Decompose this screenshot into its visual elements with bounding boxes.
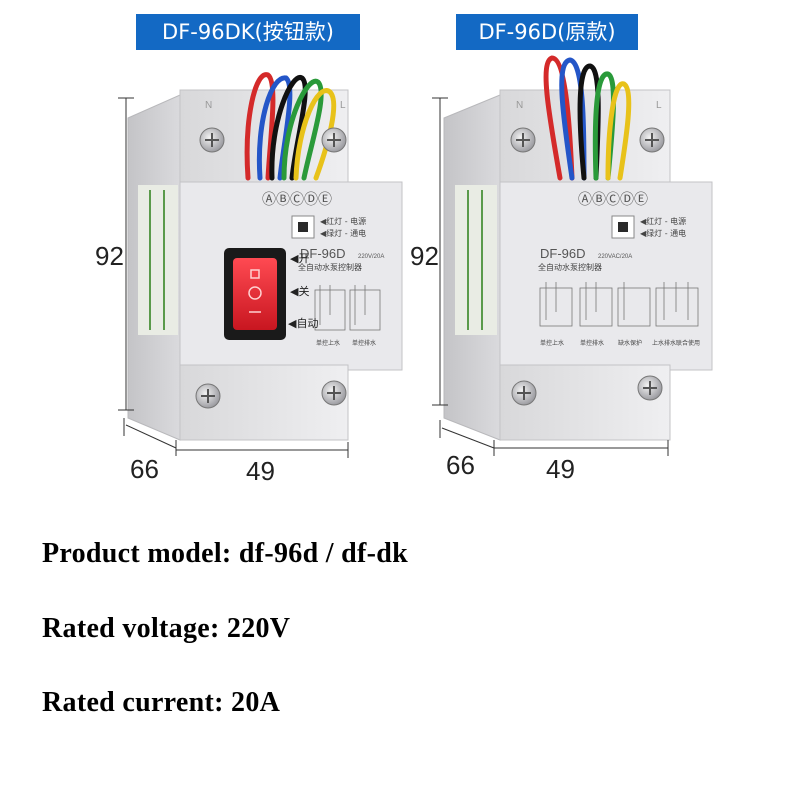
side-label-sticker <box>138 185 178 335</box>
led-red-label: ◀红灯 - 电源 <box>640 216 686 226</box>
dimension-depth: 66 <box>130 454 159 484</box>
mode-label-2: 单控排水 <box>352 339 376 347</box>
terminal-letters: ⒶⒷⒸⒹⒺ <box>578 192 648 208</box>
device-subtitle: 全自动水泵控制器 <box>298 262 362 272</box>
switch-off-label: ◀关 <box>290 284 309 298</box>
rocker-switch-button[interactable] <box>233 258 277 330</box>
mode-label-3: 缺水保护 <box>618 339 642 347</box>
device-rating-text: 220VAC/20A <box>598 254 632 260</box>
spec-rated-voltage: Rated voltage: 220V <box>42 613 291 644</box>
mode-label-1: 单控上水 <box>316 339 340 347</box>
terminal-letters: ⒶⒷⒸⒹⒺ <box>262 192 332 208</box>
dimension-height: 92 <box>95 241 124 271</box>
device-subtitle: 全自动水泵控制器 <box>538 262 602 272</box>
device-rating-text: 220V/20A <box>358 254 384 260</box>
mode-label-2: 单控排水 <box>580 339 604 347</box>
device-df-96d: N L ⒶⒷⒸⒹⒺ ◀红灯 - 电源 ◀绿灯 - 通电 DF-96D 220VA… <box>410 55 713 484</box>
device-model-text: DF-96D <box>300 246 346 261</box>
wiring-diagram <box>539 282 699 327</box>
spec-product-model: Product model: df-96d / df-dk <box>42 538 408 569</box>
model-badge-original-version: DF-96D(原款) <box>456 14 638 50</box>
side-label-sticker <box>455 185 497 335</box>
product-photo: N L ⒶⒷⒸⒹⒺ ◀红灯 - 电源 ◀绿灯 - 通电 DF-96D 220V/… <box>95 55 713 486</box>
dimension-depth: 66 <box>446 450 475 480</box>
dimension-height: 92 <box>410 241 439 271</box>
model-badge-button-version: DF-96DK(按钮款) <box>136 14 360 50</box>
mode-label-4: 上水排水联合使用 <box>652 339 700 347</box>
terminal-label-l: L <box>340 100 346 111</box>
mode-label-1: 单控上水 <box>540 339 564 347</box>
spec-rated-current: Rated current: 20A <box>42 687 281 718</box>
switch-on-label: ◀开 <box>290 252 309 265</box>
led-green-label: ◀绿灯 - 通电 <box>320 228 366 238</box>
terminal-label-l: L <box>656 100 662 111</box>
terminal-label-n: N <box>516 100 523 111</box>
wire-bundle-right <box>543 55 632 181</box>
dimension-width: 49 <box>246 456 275 486</box>
led-green-label: ◀绿灯 - 通电 <box>640 228 686 238</box>
switch-auto-label: ◀自动 <box>288 317 318 330</box>
terminal-label-n: N <box>205 100 212 111</box>
dimension-width: 49 <box>546 454 575 484</box>
device-df-96dk: N L ⒶⒷⒸⒹⒺ ◀红灯 - 电源 ◀绿灯 - 通电 DF-96D 220V/… <box>95 72 403 486</box>
wire-bundle-left <box>244 72 337 181</box>
dimension-lines-left <box>118 97 349 458</box>
wiring-diagram <box>314 285 381 331</box>
dimension-lines-right <box>432 97 669 456</box>
led-red-label: ◀红灯 - 电源 <box>320 216 366 226</box>
device-model-text: DF-96D <box>540 246 586 261</box>
